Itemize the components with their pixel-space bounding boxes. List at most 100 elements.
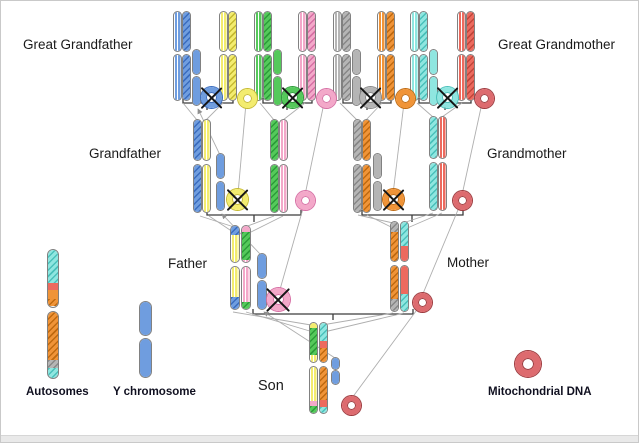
son-chromosome-2-segment (320, 323, 327, 341)
great-grandmother-1-chromosome-1 (219, 11, 228, 101)
grandmother-chromosome-1-arm (429, 116, 438, 159)
great-grandfather-3-chromosome-2-arm (342, 54, 351, 101)
great-grandmother-2-chromosome-1 (298, 11, 307, 101)
great-grandfather-3-y-chromosome (352, 49, 361, 106)
great-grandmother-4-mitochondria-ring-circle (475, 89, 494, 108)
son-y-chromosome-segment (332, 371, 339, 384)
great-grandfather-2-chromosome-1-arm (254, 54, 263, 101)
great-grandmother-3-chromosome-1-arm (377, 54, 386, 101)
great-grandmother-1-chromosome-1-arm (219, 11, 228, 52)
grandfather-chromosome-2-segment (203, 165, 210, 212)
grandfather-y-chromosome-arm (216, 153, 225, 180)
great-grandfather-4-chromosome-2-arm (419, 54, 428, 101)
grandmother-chromosome-2-segment (439, 117, 446, 158)
great-grandfather-4-mitochondria-ring (436, 86, 459, 109)
father-chromosome-2-segment (242, 266, 250, 303)
grandfather-y-chromosome-arm (216, 180, 225, 211)
window-bottom-edge (1, 435, 638, 442)
maternal-grandfather-chromosome-1-segment (354, 120, 361, 161)
great-grandmother-4-chromosome-1 (457, 11, 466, 101)
great-grandfather-2-chromosome-2-arm (263, 54, 272, 101)
grandfather-y-chromosome-segment (217, 181, 224, 210)
great-grandfather-3-chromosome-2-segment (343, 55, 350, 100)
father-chromosome-2-segment (242, 226, 250, 233)
great-grandfather-3-y-chromosome-segment (353, 50, 360, 74)
grandfather-mitochondria-ring (226, 188, 249, 211)
great-grandfather-2-mitochondria-ring (281, 86, 304, 109)
great-grandmother-2-chromosome-2-segment (308, 55, 315, 100)
label-grandmother: Grandmother (487, 146, 567, 161)
grandfather-y-chromosome (216, 153, 225, 211)
son-chromosome-1-arm (309, 366, 318, 414)
great-grandfather-1-mitochondria-ring-circle (201, 87, 222, 108)
great-grandfather-1-chromosome-2 (182, 11, 191, 101)
grandfather-chromosome-2-arm (202, 119, 211, 162)
legend-label-y-chromosome: Y chromosome (113, 386, 196, 398)
son-y-chromosome-segment (332, 358, 339, 369)
grandmother-chromosome-2-arm (438, 161, 447, 211)
paternal-grandmother-chromosome-2-arm (279, 164, 288, 213)
great-grandfather-2-chromosome-1 (254, 11, 263, 101)
great-grandmother-3-chromosome-2-segment (387, 55, 394, 100)
paternal-grandmother-chromosome-2 (279, 119, 288, 213)
great-grandfather-4-y-chromosome-segment (430, 77, 437, 105)
great-grandfather-3-chromosome-1-segment (334, 12, 341, 51)
father-chromosome-1-arm (230, 225, 240, 264)
son-mitochondria-ring (342, 396, 361, 415)
great-grandfather-4-chromosome-1 (410, 11, 419, 101)
maternal-grandfather-y-chromosome-arm (373, 180, 382, 211)
mother-chromosome-2-segment (401, 222, 408, 247)
great-grandmother-2-chromosome-1-segment (299, 55, 306, 100)
great-grandfather-1-y-chromosome-segment (193, 77, 200, 105)
son-y-chromosome-arm (331, 357, 340, 370)
mother-chromosome-2-arm (400, 221, 409, 262)
father-y-chromosome-segment (258, 281, 266, 309)
maternal-grandfather-chromosome-2 (362, 119, 371, 213)
great-grandfather-1-chromosome-1 (173, 11, 182, 101)
mother-chromosome-2-arm (400, 264, 409, 312)
father-chromosome-1-arm (230, 265, 240, 310)
maternal-grandfather-y-chromosome (373, 153, 382, 211)
grandmother-chromosome-2-arm (438, 116, 447, 159)
great-grandmother-2-chromosome-1-segment (299, 12, 306, 51)
maternal-grandfather-chromosome-2-segment (363, 120, 370, 161)
great-grandfather-1-chromosome-1-segment (174, 12, 181, 51)
legend-autosome-chromosome-segment (48, 360, 58, 368)
son-chromosome-1-segment (310, 354, 317, 363)
son-chromosome-2-arm (319, 322, 328, 364)
legend-mitochondrial-dna-ring (515, 351, 541, 377)
legend-y-chromosome (139, 301, 152, 378)
great-grandfather-4-chromosome-2 (419, 11, 428, 101)
mother-chromosome-2-segment (401, 246, 408, 261)
great-grandmother-4-chromosome-2-segment (467, 55, 474, 100)
legend-label-autosomes: Autosomes (26, 386, 89, 398)
great-grandmother-3-chromosome-2 (386, 11, 395, 101)
great-grandfather-3-mitochondria-ring-circle (360, 87, 381, 108)
great-grandmother-3-chromosome-2-segment (387, 12, 394, 51)
maternal-grandfather-mitochondria-ring-circle (383, 189, 404, 210)
great-grandmother-2-chromosome-1-arm (298, 11, 307, 52)
mother-chromosome-2-segment (401, 265, 408, 295)
mother-chromosome-2 (400, 221, 409, 312)
great-grandmother-2-chromosome-2-segment (308, 12, 315, 51)
great-grandmother-3-chromosome-1-arm (377, 11, 386, 52)
mother-chromosome-1-arm (390, 221, 399, 262)
great-grandmother-1-chromosome-2 (228, 11, 237, 101)
son-chromosome-1-segment (310, 328, 317, 355)
great-grandfather-4-chromosome-2-arm (419, 11, 428, 52)
great-grandfather-2-chromosome-2-arm (263, 11, 272, 52)
maternal-grandfather-chromosome-1-segment (354, 165, 361, 212)
great-grandmother-3-chromosome-2-arm (386, 54, 395, 101)
son-chromosome-1-arm (309, 322, 318, 364)
maternal-grandfather-y-chromosome-segment (374, 154, 381, 179)
father-chromosome-1-segment (231, 296, 239, 309)
father-chromosome-2-segment (242, 259, 250, 263)
great-grandmother-1-chromosome-2-arm (228, 54, 237, 101)
great-grandmother-1-chromosome-2-segment (229, 12, 236, 51)
father-y-chromosome (257, 253, 267, 310)
maternal-grandfather-chromosome-1 (353, 119, 362, 213)
legend-autosome-chromosome-segment (48, 250, 58, 283)
label-grandfather: Grandfather (89, 146, 162, 161)
mother-chromosome-1-arm (390, 264, 399, 312)
great-grandfather-1-chromosome-2-arm (182, 54, 191, 101)
